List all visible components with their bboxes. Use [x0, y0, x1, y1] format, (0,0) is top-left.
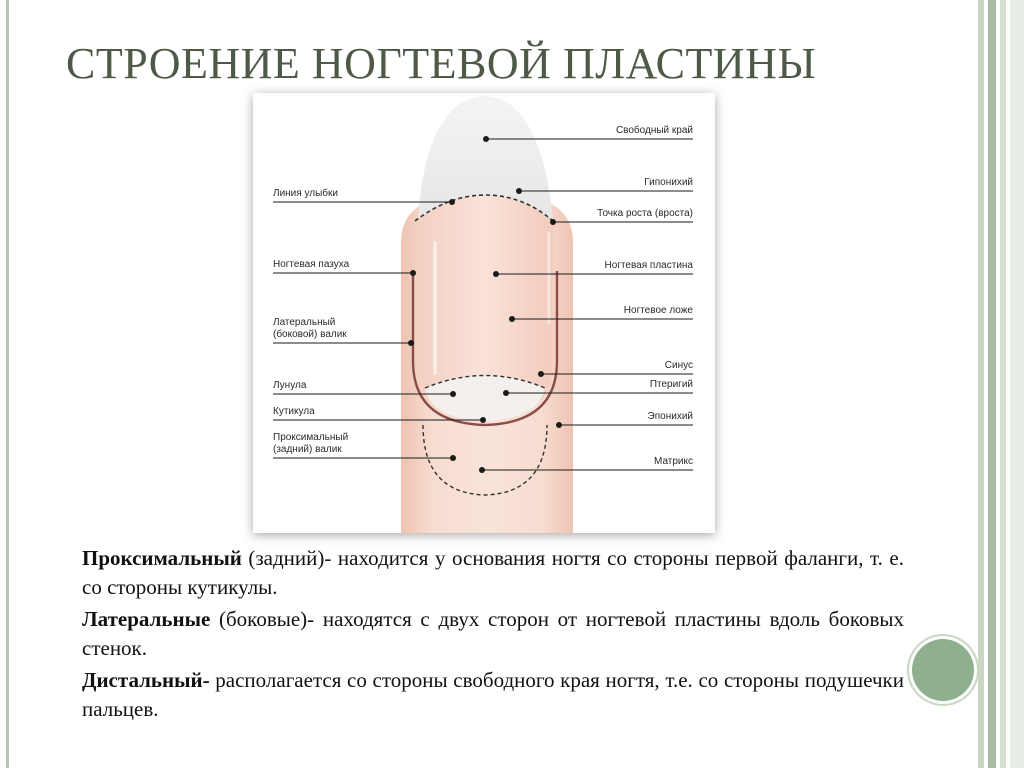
slide-title: СТРОЕНИЕ НОГТЕВОЙ ПЛАСТИНЫ	[66, 39, 817, 88]
label-sinus: Синус	[664, 360, 693, 371]
label-free-edge: Свободный край	[615, 125, 693, 136]
definition-distal: располагается со стороны свободного края…	[82, 668, 904, 721]
label-lunula: Лунула	[273, 380, 307, 391]
description-proximal: Проксимальный (задний)- находится у осно…	[82, 544, 904, 602]
label-matrix: Матрикс	[654, 456, 693, 467]
left-leaders	[273, 201, 483, 459]
description-lateral: Латеральные (боковые)- находятся с двух …	[82, 605, 904, 663]
definition-proximal: (задний)- находится у основания ногтя со…	[82, 546, 904, 599]
right-leaders	[482, 138, 693, 471]
label-proximal-fold: Проксимальный (задний) валик	[273, 432, 349, 455]
label-nail-plate: Ногтевая пластина	[604, 260, 693, 271]
label-hyponychium: Гипонихий	[644, 177, 693, 188]
label-smile-line: Линия улыбки	[273, 188, 338, 199]
label-eponychium: Эпонихий	[647, 411, 693, 422]
description-text: Проксимальный (задний)- находится у осно…	[82, 544, 904, 727]
term-lateral: Латеральные	[82, 607, 211, 631]
label-pterygium: Птеригий	[649, 379, 693, 390]
label-growth-point: Точка роста (вроста)	[597, 208, 693, 219]
lunula-shape	[425, 375, 545, 421]
label-nail-sinus: Ногтевая пазуха	[273, 259, 350, 270]
label-lateral-fold: Латеральный (боковой) валик	[273, 317, 347, 340]
leader-dots	[408, 136, 562, 473]
decor-circle	[912, 639, 974, 701]
term-distal: Дистальный-	[82, 668, 210, 692]
left-decor-rule	[6, 0, 9, 768]
description-distal: Дистальный- располагается со стороны сво…	[82, 666, 904, 724]
right-decor-stripes	[978, 0, 1024, 768]
nail-anatomy-diagram: Линия улыбки Ногтевая пазуха Латеральный…	[253, 93, 715, 533]
label-cuticle: Кутикула	[273, 406, 315, 417]
label-nail-bed: Ногтевое ложе	[623, 305, 693, 316]
smile-line	[414, 194, 554, 222]
nail-plate-shape	[415, 195, 553, 423]
matrix-outline	[422, 424, 548, 496]
definition-lateral: (боковые)- находятся с двух сторон от но…	[82, 607, 904, 660]
term-proximal: Проксимальный	[82, 546, 242, 570]
nail-illustration	[273, 96, 693, 533]
nail-outline	[411, 271, 559, 427]
